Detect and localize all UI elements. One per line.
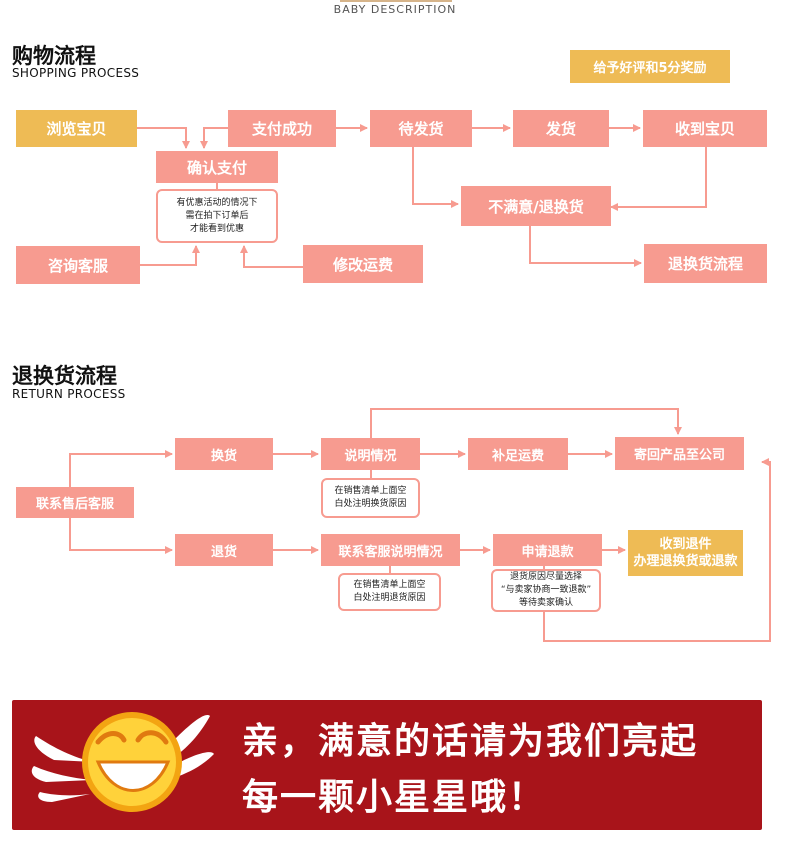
returns-title: 退换货流程	[12, 364, 117, 388]
ret-exchange: 换货	[175, 438, 273, 470]
ret-receive-process: 收到退件 办理退换货或退款	[628, 530, 743, 576]
step-return-flow: 退换货流程	[644, 244, 767, 283]
shopping-subtitle: SHOPPING PROCESS	[12, 66, 140, 80]
shopping-title: 购物流程	[12, 44, 96, 68]
refund-note-line: 白处注明退货原因	[353, 593, 426, 603]
step-shipped: 发货	[513, 110, 609, 147]
ret-explain: 说明情况	[321, 438, 420, 470]
returns-subtitle: RETURN PROCESS	[12, 387, 126, 401]
exchange-note: 在销售清单上面空 白处注明换货原因	[321, 478, 420, 518]
discount-note-line: 有优惠活动的情况下	[176, 197, 258, 208]
ret-contact: 联系售后客服	[16, 487, 134, 518]
ret-apply-refund: 申请退款	[493, 534, 602, 566]
apply-note-line: 退货原因尽量选择	[509, 572, 582, 582]
banner-line-2: 每一颗小星星哦！	[242, 777, 547, 818]
ret-receive-line: 收到退件	[659, 537, 712, 552]
smiley-mascot-icon	[31, 712, 214, 812]
step-received: 收到宝贝	[643, 110, 767, 147]
step-confirm-pay: 确认支付	[156, 151, 278, 183]
banner-line-1: 亲，满意的话请为我们亮起	[242, 721, 699, 762]
apply-note-line: “与卖家协商一致退款”	[500, 585, 592, 595]
exchange-note-line: 在销售清单上面空	[334, 486, 407, 496]
refund-note-line: 在销售清单上面空	[353, 580, 426, 590]
step-consult: 咨询客服	[16, 246, 140, 284]
header-subtitle: BABY DESCRIPTION	[333, 3, 457, 16]
ret-send-back: 寄回产品至公司	[615, 437, 744, 470]
rating-banner: 亲，满意的话请为我们亮起 每一颗小星星哦！	[12, 700, 762, 830]
step-unsatisfied: 不满意/退换货	[461, 186, 611, 226]
discount-note-line: 才能看到优惠	[189, 223, 244, 234]
step-await-ship: 待发货	[370, 110, 472, 147]
step-pay-success: 支付成功	[228, 110, 336, 147]
ret-add-shipping: 补足运费	[468, 438, 568, 470]
ret-contact-explain: 联系客服说明情况	[321, 534, 460, 566]
exchange-note-line: 白处注明换货原因	[334, 499, 407, 509]
reward-badge: 给予好评和5分奖励	[570, 50, 730, 83]
discount-note: 有优惠活动的情况下 需在拍下订单后 才能看到优惠	[156, 189, 278, 243]
ret-receive-line: 办理退换货或退款	[633, 554, 738, 569]
header-divider	[340, 0, 452, 2]
step-modify-shipping: 修改运费	[303, 245, 423, 283]
ret-refund: 退货	[175, 534, 273, 566]
apply-note: 退货原因尽量选择 “与卖家协商一致退款” 等待卖家确认	[491, 569, 601, 612]
discount-note-line: 需在拍下订单后	[185, 210, 249, 221]
step-browse: 浏览宝贝	[16, 110, 137, 147]
refund-note: 在销售清单上面空 白处注明退货原因	[338, 573, 441, 611]
apply-note-line: 等待卖家确认	[518, 598, 573, 608]
